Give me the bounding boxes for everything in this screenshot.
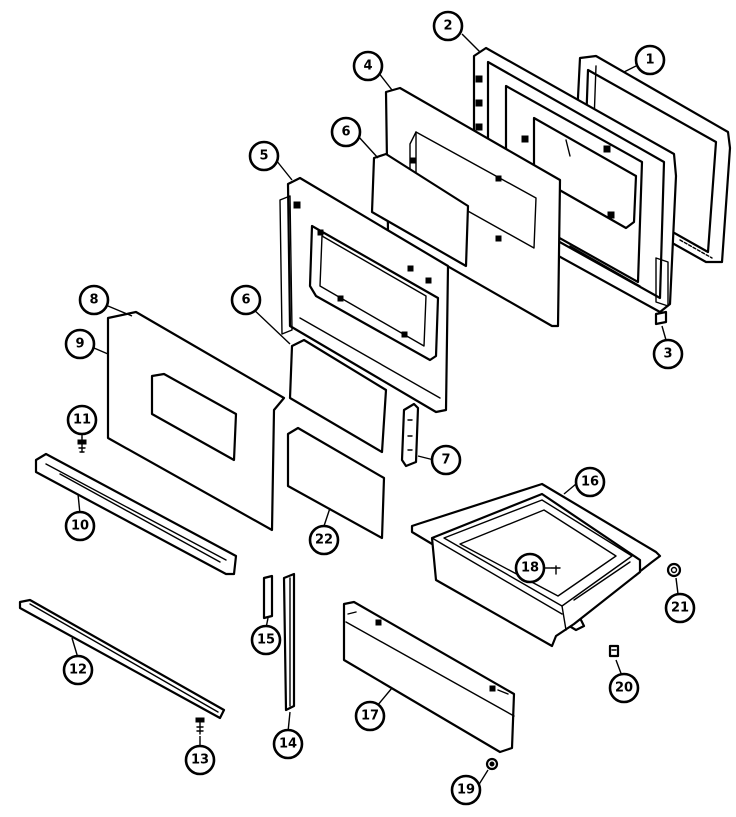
part-14-side-trim (282, 572, 296, 712)
callout-14-label: 14 (279, 737, 297, 752)
part-17-drawer-front (342, 600, 516, 754)
callout-14: 14 (272, 728, 304, 760)
part-13-screw (195, 717, 205, 735)
callout-20: 20 (608, 672, 640, 704)
callout-6-lower-label: 6 (241, 293, 250, 308)
callout-13: 13 (184, 744, 216, 776)
callout-22-label: 22 (315, 533, 333, 548)
callout-19: 19 (450, 774, 482, 806)
callout-4-label: 4 (363, 59, 372, 74)
part-7-hinge (400, 402, 420, 468)
callout-1: 1 (634, 44, 666, 76)
callout-9: 9 (64, 328, 96, 360)
callout-19-label: 19 (457, 783, 475, 798)
part-18-screw (551, 565, 561, 575)
part-21-nut (666, 562, 682, 578)
part-9-outer-door (106, 310, 286, 532)
callout-4: 4 (352, 50, 384, 82)
callout-8: 8 (78, 284, 110, 316)
callout-2: 2 (432, 10, 464, 42)
callout-22: 22 (308, 524, 340, 556)
part-2-door-liner (472, 46, 678, 314)
part-10-door-handle (34, 452, 238, 576)
part-20-clip (608, 644, 620, 658)
part-15-trim (262, 574, 274, 620)
callout-11-label: 11 (73, 413, 91, 428)
callout-10-label: 10 (71, 519, 89, 534)
callout-6-upper-label: 6 (341, 125, 350, 140)
callout-10: 10 (64, 510, 96, 542)
callout-17: 17 (354, 700, 386, 732)
callout-21-label: 21 (671, 601, 689, 616)
part-5-door-frame (279, 176, 450, 414)
callout-5: 5 (248, 140, 280, 172)
part-6-upper-glass (370, 152, 470, 268)
callout-7: 7 (430, 444, 462, 476)
callout-16-label: 16 (581, 475, 599, 490)
part-6-lower-glass (288, 338, 388, 454)
callout-11: 11 (66, 404, 98, 436)
callout-18-label: 18 (521, 561, 539, 576)
callout-15-label: 15 (257, 633, 275, 648)
callout-6-lower: 6 (230, 284, 262, 316)
part-11-screw (77, 437, 87, 453)
callout-3: 3 (652, 338, 684, 370)
part-12-drawer-rail (18, 598, 226, 720)
callout-8-label: 8 (89, 293, 98, 308)
callout-2-label: 2 (443, 19, 452, 34)
callout-20-label: 20 (615, 681, 633, 696)
callout-3-label: 3 (663, 347, 672, 362)
callout-7-label: 7 (441, 453, 450, 468)
part-19-bumper (485, 757, 499, 771)
callout-5-label: 5 (259, 149, 268, 164)
callout-15: 15 (250, 624, 282, 656)
callout-16: 16 (574, 466, 606, 498)
callout-12-label: 12 (69, 663, 87, 678)
callout-18: 18 (514, 552, 546, 584)
callout-1-label: 1 (645, 53, 654, 68)
callout-13-label: 13 (191, 753, 209, 768)
callout-9-label: 9 (75, 337, 84, 352)
part-22-glass (286, 426, 386, 540)
part-3-clip (654, 310, 668, 326)
callout-21: 21 (664, 592, 696, 624)
callout-12: 12 (62, 654, 94, 686)
callout-6-upper: 6 (330, 116, 362, 148)
callout-17-label: 17 (361, 709, 379, 724)
